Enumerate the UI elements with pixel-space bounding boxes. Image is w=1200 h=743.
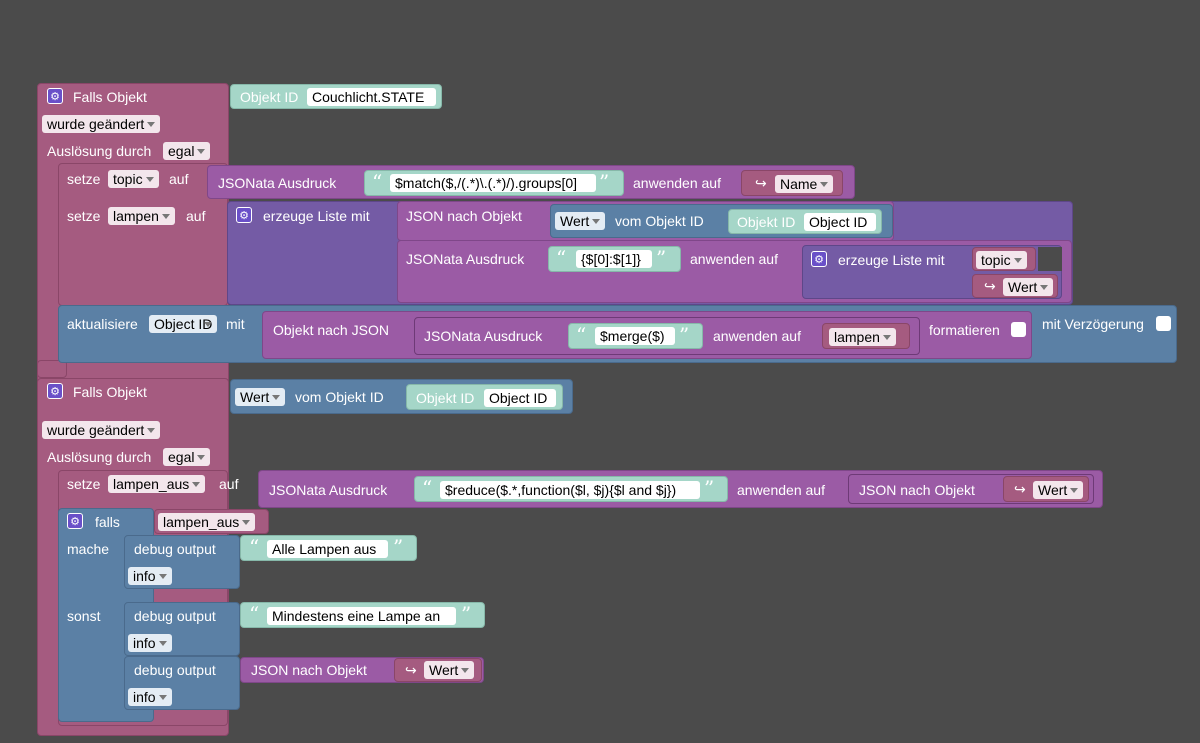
wert-dropdown[interactable]: Wert: [1033, 481, 1084, 499]
open-quote-icon: “: [556, 246, 567, 270]
objekt-nach-json-label: Objekt nach JSON: [273, 322, 389, 338]
vom-objekt-id-label: vom Objekt ID: [295, 389, 384, 405]
open-quote-icon: “: [372, 170, 383, 194]
expr-field[interactable]: {$[0]:$[1]}: [576, 250, 652, 268]
expr-field[interactable]: $merge($): [595, 327, 675, 345]
topic-var-dropdown[interactable]: topic: [108, 170, 159, 188]
setze-label: setze: [67, 476, 101, 492]
open-quote-icon: “: [422, 476, 433, 500]
name-dropdown[interactable]: Name: [775, 175, 834, 193]
json-nach-objekt-label: JSON nach Objekt: [406, 208, 522, 224]
egal-dropdown[interactable]: egal: [163, 448, 211, 466]
ausloesung-label: Auslösung durch: [47, 143, 152, 159]
aktualisiere-label: aktualisiere: [67, 316, 138, 332]
info-dropdown[interactable]: info: [128, 634, 172, 652]
setze-label: setze: [67, 208, 101, 224]
erzeuge-liste-label: erzeuge Liste mit: [838, 252, 945, 268]
anwenden-label: anwenden auf: [713, 328, 801, 344]
wert-item-dropdown[interactable]: Wert: [1003, 278, 1054, 296]
formatieren-label: formatieren: [929, 322, 1000, 338]
egal-dropdown[interactable]: egal: [163, 142, 211, 160]
debug-output-label: debug output: [134, 662, 216, 678]
falls-objekt-label: Falls Objekt: [73, 384, 147, 400]
objekt-id-label: Objekt ID: [737, 214, 796, 230]
wurde-geaendert-dropdown[interactable]: wurde geändert: [42, 421, 161, 439]
info-dropdown[interactable]: info: [128, 688, 172, 706]
close-quote-icon: ”: [679, 323, 690, 347]
json-nach-objekt-label: JSON nach Objekt: [251, 662, 367, 678]
anwenden-label: anwenden auf: [633, 175, 721, 191]
topic-item-dropdown[interactable]: topic: [976, 251, 1027, 269]
gear-icon[interactable]: ⚙: [236, 207, 252, 223]
mache-label: mache: [67, 541, 110, 557]
wurde-geaendert-dropdown[interactable]: wurde geändert: [42, 115, 161, 133]
anwenden-label: anwenden auf: [690, 251, 778, 267]
erzeuge-liste-label: erzeuge Liste mit: [263, 208, 370, 224]
objekt-id-field[interactable]: Object ID: [484, 389, 556, 407]
gear-icon[interactable]: ⚙: [67, 513, 83, 529]
mit-label: mit: [226, 316, 245, 332]
ausloesung-label: Auslösung durch: [47, 449, 152, 465]
expr-field[interactable]: $match($,/(.*)\.(.*)/).groups[0]: [390, 174, 596, 192]
falls-objekt-label: Falls Objekt: [73, 89, 147, 105]
sonst-label: sonst: [67, 608, 101, 624]
auf-label: auf: [169, 171, 189, 187]
vom-objekt-id-label: vom Objekt ID: [615, 213, 704, 229]
close-quote-icon: ”: [704, 476, 715, 500]
setze-label: setze: [67, 171, 101, 187]
auf-label: auf: [219, 476, 239, 492]
objekt-id-label: Objekt ID: [416, 390, 475, 406]
trigger-block-1-bottom: [37, 360, 67, 378]
arrow-icon: ↪: [984, 278, 996, 294]
lampen-aus-dropdown[interactable]: lampen_aus: [158, 513, 256, 531]
anwenden-label: anwenden auf: [737, 482, 825, 498]
object-id-dropdown[interactable]: Object ID: [149, 315, 218, 333]
lampen-dropdown[interactable]: lampen: [829, 328, 896, 346]
falls-label: falls: [95, 514, 120, 530]
json-nach-objekt-label: JSON nach Objekt: [859, 482, 975, 498]
gear-icon[interactable]: ⚙: [47, 383, 63, 399]
open-quote-icon: “: [249, 602, 260, 626]
close-quote-icon: ”: [461, 602, 472, 626]
wert-dropdown[interactable]: Wert: [235, 388, 286, 406]
gear-icon[interactable]: ⚙: [47, 88, 63, 104]
verzoegerung-checkbox[interactable]: [1156, 316, 1171, 331]
objekt-id-label: Objekt ID: [240, 89, 299, 105]
objekt-id-field[interactable]: Object ID: [804, 213, 876, 231]
info-dropdown[interactable]: info: [128, 567, 172, 585]
empty-slot: [1038, 247, 1062, 271]
debug-output-label: debug output: [134, 608, 216, 624]
verzoegerung-label: mit Verzögerung: [1042, 316, 1144, 332]
expr-field[interactable]: $reduce($.*,function($l, $j){$l and $j}): [440, 481, 700, 499]
lampen-aus-var-dropdown[interactable]: lampen_aus: [108, 475, 206, 493]
wert-dropdown[interactable]: Wert: [555, 212, 606, 230]
open-quote-icon: “: [576, 323, 587, 347]
formatieren-checkbox[interactable]: [1011, 322, 1026, 337]
arrow-icon: ↪: [405, 662, 417, 678]
jsonata-label: JSONata Ausdruck: [406, 251, 525, 267]
close-quote-icon: ”: [656, 246, 667, 270]
debug-output-label: debug output: [134, 541, 216, 557]
open-quote-icon: “: [249, 535, 260, 559]
arrow-icon: ↪: [755, 175, 767, 191]
debug-text-field[interactable]: Mindestens eine Lampe an: [267, 607, 456, 625]
arrow-icon: ↪: [1014, 481, 1026, 497]
lampen-var-dropdown[interactable]: lampen: [108, 207, 175, 225]
jsonata-label: JSONata Ausdruck: [424, 328, 543, 344]
close-quote-icon: ”: [393, 535, 404, 559]
gear-icon[interactable]: ⚙: [811, 251, 827, 267]
debug-text-field[interactable]: Alle Lampen aus: [267, 540, 388, 558]
wert-dropdown[interactable]: Wert: [424, 661, 475, 679]
objekt-id-field[interactable]: Couchlicht.STATE: [307, 88, 436, 106]
close-quote-icon: ”: [599, 170, 610, 194]
jsonata-label: JSONata Ausdruck: [218, 175, 337, 191]
auf-label: auf: [186, 208, 206, 224]
jsonata-label: JSONata Ausdruck: [269, 482, 388, 498]
